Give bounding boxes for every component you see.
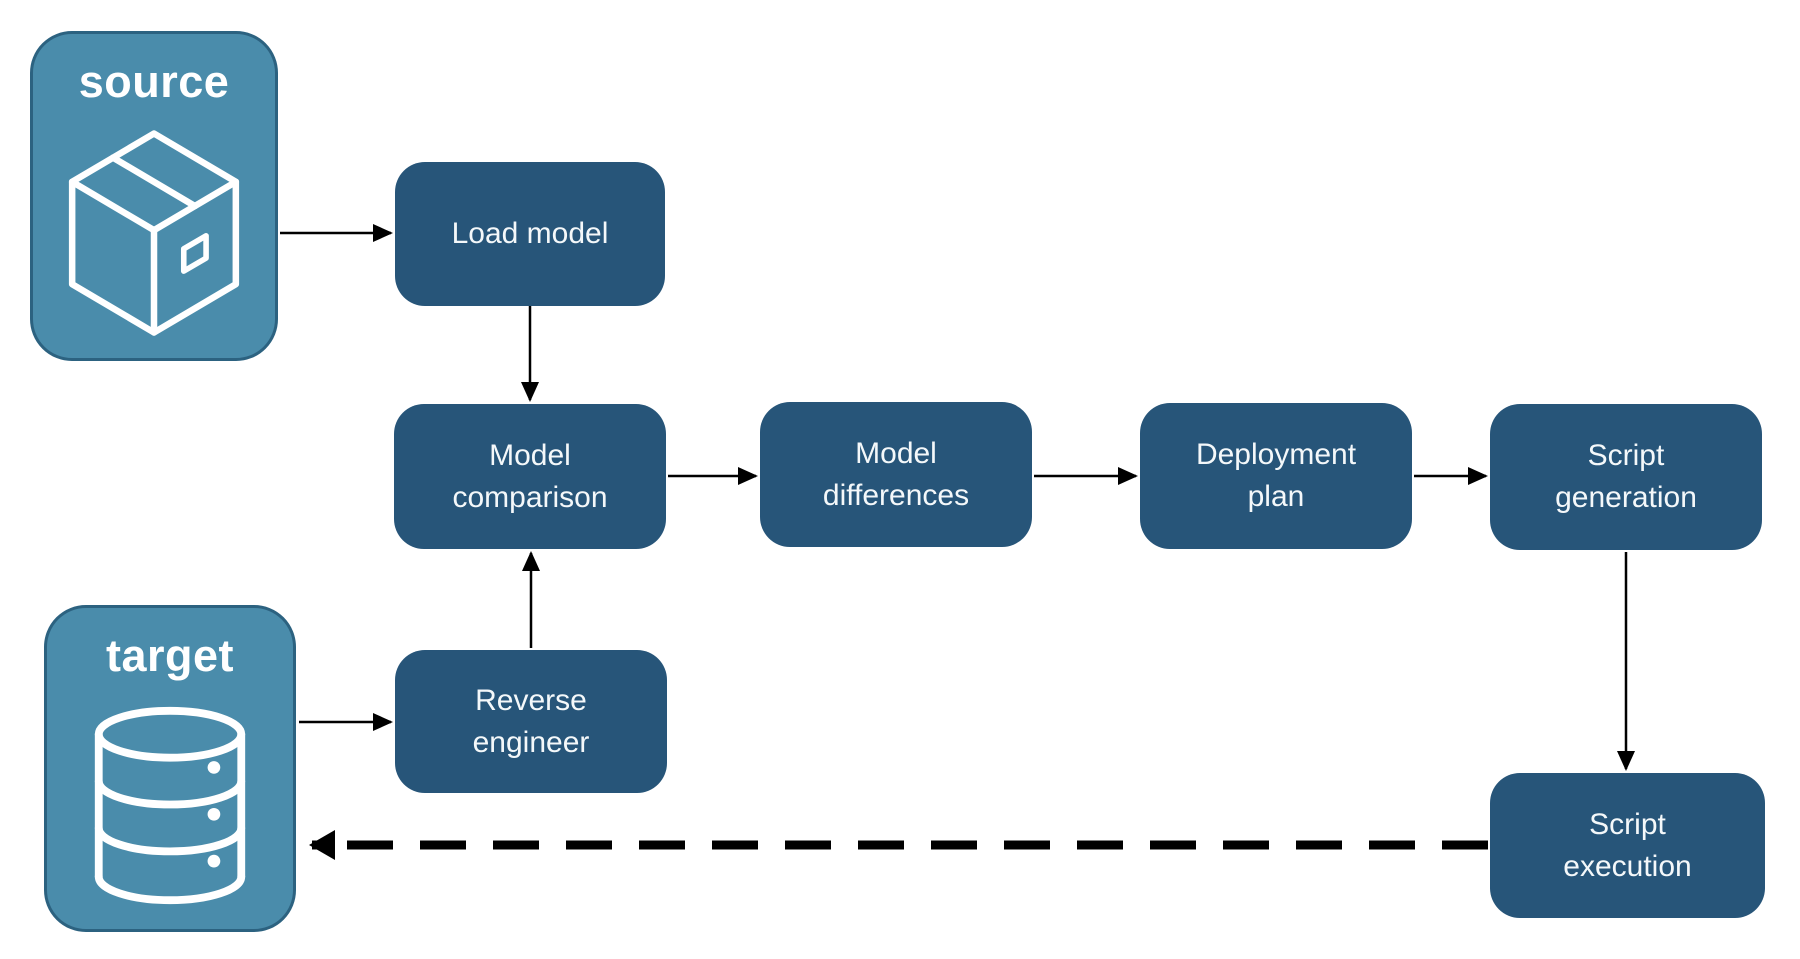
deployment-plan-label: Deployment plan: [1195, 438, 1357, 513]
node-reverse-engineer: Reverse engineer: [395, 650, 667, 793]
load-model-label: Load model: [451, 217, 609, 250]
model-differences-label: Model differences: [822, 436, 970, 512]
node-source: source: [30, 31, 278, 361]
script-execution-label: Script execution: [1563, 807, 1692, 883]
reverse-engineer-label: Reverse engineer: [472, 683, 590, 759]
model-comparison-label: Model comparison: [452, 438, 608, 514]
source-label: source: [78, 56, 230, 107]
node-script-execution: Script execution: [1490, 773, 1765, 918]
node-load-model: Load model: [395, 162, 665, 306]
node-script-generation: Script generation: [1490, 404, 1762, 550]
package-icon: [68, 130, 240, 336]
node-target: target: [44, 605, 296, 932]
target-icon-wrap: [47, 682, 293, 929]
source-icon-wrap: [33, 108, 275, 358]
target-label: target: [105, 630, 235, 681]
script-generation-label: Script generation: [1555, 439, 1697, 514]
database-icon: [94, 706, 246, 905]
node-model-differences: Model differences: [760, 402, 1032, 547]
node-model-comparison: Model comparison: [394, 404, 666, 549]
node-deployment-plan: Deployment plan: [1140, 403, 1412, 549]
